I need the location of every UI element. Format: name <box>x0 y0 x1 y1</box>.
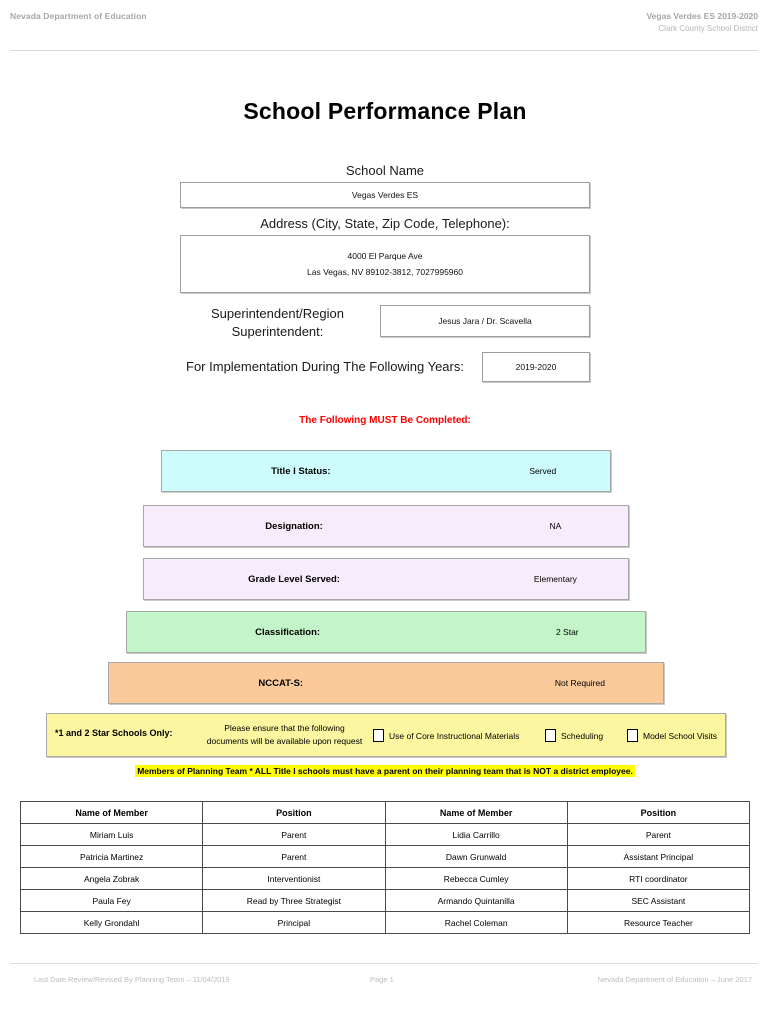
column-header-name-2: Name of Member <box>384 801 568 824</box>
member-position: Resource Teacher <box>566 911 751 934</box>
status-bar-classification[interactable]: Classification: 2 Star <box>126 611 646 653</box>
school-name-label: School Name <box>345 163 425 178</box>
superintendent-label: Superintendent/Region Superintendent: <box>211 306 344 339</box>
member-position: Principal <box>202 911 386 934</box>
checkbox-scheduling[interactable]: Scheduling <box>545 729 603 742</box>
page-footer: Last Date Review/Revised By Planning Tea… <box>0 963 770 1003</box>
footer-page-number: Page 1 <box>370 975 394 984</box>
member-position: SEC Assistant <box>566 889 751 912</box>
member-name: Patricia Martinez <box>19 845 204 868</box>
school-name-field[interactable]: Vegas Verdes ES <box>180 182 590 208</box>
header-agency-name: Nevada Department of Education <box>10 11 147 21</box>
status-bar-classification-label: Classification: <box>255 626 321 638</box>
table-row: Miriam Luis Parent Lidia Carrillo Parent <box>19 823 751 846</box>
status-bar-grade-level-label: Grade Level Served: <box>248 573 340 585</box>
star-schools-note: Please ensure that the following documen… <box>197 722 372 748</box>
checkbox-core-materials-box[interactable] <box>373 729 384 742</box>
page-title: School Performance Plan <box>243 98 527 124</box>
status-bar-nccat-s[interactable]: NCCAT-S: Not Required <box>108 662 664 704</box>
checkbox-model-school-visits-box[interactable] <box>627 729 638 742</box>
address-label: Address (City, State, Zip Code, Telephon… <box>260 216 510 231</box>
superintendent-field[interactable]: Jesus Jara / Dr. Scavella <box>380 305 590 337</box>
member-position: RTI coordinator <box>566 867 751 890</box>
star-schools-note-line-1: Please ensure that the following <box>224 723 345 733</box>
member-name: Dawn Grunwald <box>384 845 568 868</box>
status-bar-title-i-value: Served <box>529 466 557 476</box>
planning-team-note-text: Members of Planning Team * ALL Title I s… <box>135 765 635 777</box>
member-name: Paula Fey <box>19 889 204 912</box>
status-bar-designation-value: NA <box>549 521 562 531</box>
table-row: Angela Zobrak Interventionist Rebecca Cu… <box>19 867 751 890</box>
member-position: Parent <box>566 823 751 846</box>
member-name: Lidia Carrillo <box>384 823 568 846</box>
status-bar-grade-level[interactable]: Grade Level Served: Elementary <box>143 558 629 600</box>
status-bar-nccat-s-value: Not Required <box>554 678 605 688</box>
address-line-2: Las Vegas, NV 89102-3812, 7027995960 <box>307 267 463 277</box>
member-position: Parent <box>202 823 386 846</box>
checkbox-scheduling-box[interactable] <box>545 729 556 742</box>
school-name-value: Vegas Verdes ES <box>351 190 419 200</box>
status-bar-title-i-label: Title I Status: <box>271 465 331 477</box>
member-name: Rebecca Cumley <box>384 867 568 890</box>
table-row: Kelly Grondahl Principal Rachel Coleman … <box>19 911 751 934</box>
checkbox-model-school-visits-label: Model School Visits <box>643 730 718 741</box>
status-bar-designation[interactable]: Designation: NA <box>143 505 629 547</box>
header-district: Clark County School District <box>658 24 758 33</box>
footer-divider <box>10 963 758 964</box>
footer-source: Nevada Department of Education – June 20… <box>597 975 752 984</box>
member-name: Armando Quintanilla <box>384 889 568 912</box>
column-header-name-1: Name of Member <box>19 801 204 824</box>
checkbox-scheduling-label: Scheduling <box>561 730 604 741</box>
planning-team-note: Members of Planning Team * ALL Title I s… <box>0 765 770 777</box>
status-bar-title-i[interactable]: Title I Status: Served <box>161 450 611 492</box>
address-line-1: 4000 El Parque Ave <box>347 250 423 261</box>
footer-last-review: Last Date Review/Revised By Planning Tea… <box>34 975 230 984</box>
must-complete-notice: The Following MUST Be Completed: <box>299 415 471 426</box>
checkbox-core-materials-label: Use of Core Instructional Materials <box>389 730 520 741</box>
status-bar-nccat-s-label: NCCAT-S: <box>258 677 304 689</box>
header-school-year: Vegas Verdes ES 2019-2020 <box>646 11 758 21</box>
member-name: Angela Zobrak <box>19 867 204 890</box>
column-header-position-2: Position <box>566 801 751 824</box>
header-divider <box>10 50 758 51</box>
member-name: Rachel Coleman <box>384 911 568 934</box>
address-field[interactable]: 4000 El Parque Ave Las Vegas, NV 89102-3… <box>180 235 590 293</box>
status-bar-grade-level-value: Elementary <box>533 574 577 584</box>
member-position: Assistant Principal <box>566 845 751 868</box>
table-row: Patricia Martinez Parent Dawn Grunwald A… <box>19 845 751 868</box>
column-header-position-1: Position <box>202 801 386 824</box>
checkbox-core-materials[interactable]: Use of Core Instructional Materials <box>373 729 519 742</box>
member-name: Kelly Grondahl <box>19 911 204 934</box>
star-schools-bar: *1 and 2 Star Schools Only: Please ensur… <box>46 713 726 757</box>
member-name: Miriam Luis <box>19 823 204 846</box>
member-position: Read by Three Strategist <box>202 889 386 912</box>
status-bar-classification-value: 2 Star <box>555 627 579 637</box>
superintendent-value: Jesus Jara / Dr. Scavella <box>438 316 532 326</box>
implementation-years-value: 2019-2020 <box>515 362 557 372</box>
member-position: Parent <box>202 845 386 868</box>
implementation-years-field[interactable]: 2019-2020 <box>482 352 590 382</box>
table-row: Paula Fey Read by Three Strategist Arman… <box>19 889 751 912</box>
star-schools-title: *1 and 2 Star Schools Only: <box>55 728 173 738</box>
member-position: Interventionist <box>202 867 386 890</box>
planning-team-table: Name of Member Position Name of Member P… <box>19 801 751 934</box>
implementation-years-label: For Implementation During The Following … <box>186 359 464 374</box>
checkbox-model-school-visits[interactable]: Model School Visits <box>627 729 717 742</box>
page-header: Nevada Department of Education Vegas Ver… <box>0 0 770 52</box>
table-header-row: Name of Member Position Name of Member P… <box>19 801 751 824</box>
header-school-block: Vegas Verdes ES 2019-2020 Clark County S… <box>646 11 758 33</box>
star-schools-note-line-2: documents will be available upon request <box>206 736 363 747</box>
status-bar-designation-label: Designation: <box>265 520 323 532</box>
